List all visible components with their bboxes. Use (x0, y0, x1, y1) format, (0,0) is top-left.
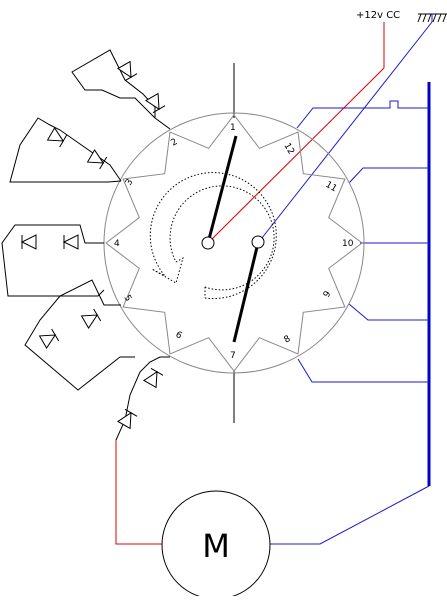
rotation-arrow-icon (149, 172, 277, 300)
brush-pivot-negative (251, 235, 265, 249)
contact-label-8: 8 (283, 334, 293, 346)
diode-icon (62, 234, 79, 250)
wire-contact-5 (24, 279, 135, 391)
wire-contact-2 (71, 49, 171, 130)
contact-label-10: 10 (342, 239, 354, 249)
diodes (20, 60, 166, 430)
motor-icon: M (161, 490, 271, 600)
motor-label: M (202, 527, 230, 565)
commutator-ring (103, 112, 365, 374)
diode-icon (38, 328, 60, 350)
diode-icon (46, 126, 68, 148)
diode-icon (144, 92, 166, 114)
wire-contact-4 (1, 224, 105, 297)
contact-label-1: 1 (230, 123, 236, 133)
diode-icon (86, 148, 108, 170)
contact-label-12: 12 (281, 142, 295, 157)
motor-return-wire (270, 485, 430, 545)
contact-labels: 1 2 3 4 5 6 7 8 9 10 11 12 (114, 123, 354, 361)
contact-label-9: 9 (322, 289, 334, 299)
contact-label-3: 3 (124, 178, 136, 188)
contact-label-11: 11 (324, 180, 339, 194)
brush-arm-negative (232, 242, 260, 343)
tap-contact-8 (297, 358, 429, 383)
diode-icon (116, 408, 138, 430)
contact-label-5: 5 (121, 294, 133, 304)
brush-pivot-positive (201, 236, 215, 250)
supply-label: +12v CC (356, 10, 400, 21)
negative-wire-to-brush (257, 21, 433, 244)
motor-feed-wire (115, 440, 162, 545)
diode-wiring (1, 49, 171, 545)
diode-icon (20, 234, 37, 250)
contact-label-7: 7 (230, 351, 236, 361)
wire-contact-6 (115, 356, 170, 545)
diode-icon (80, 308, 102, 330)
tap-contact-11 (348, 167, 429, 184)
contact-label-6: 6 (174, 330, 184, 342)
tap-contact-12 (296, 100, 429, 129)
tap-contact-9 (348, 303, 429, 321)
positive-wire-to-brush (207, 67, 385, 244)
contact-label-4: 4 (114, 239, 120, 249)
bus-taps (270, 100, 430, 545)
brush-arm-positive (206, 135, 238, 244)
diode-icon (142, 367, 164, 389)
diode-icon (116, 60, 138, 82)
wire-contact-3 (9, 117, 122, 183)
contact-label-2: 2 (170, 137, 180, 149)
contact-star (105, 114, 363, 372)
